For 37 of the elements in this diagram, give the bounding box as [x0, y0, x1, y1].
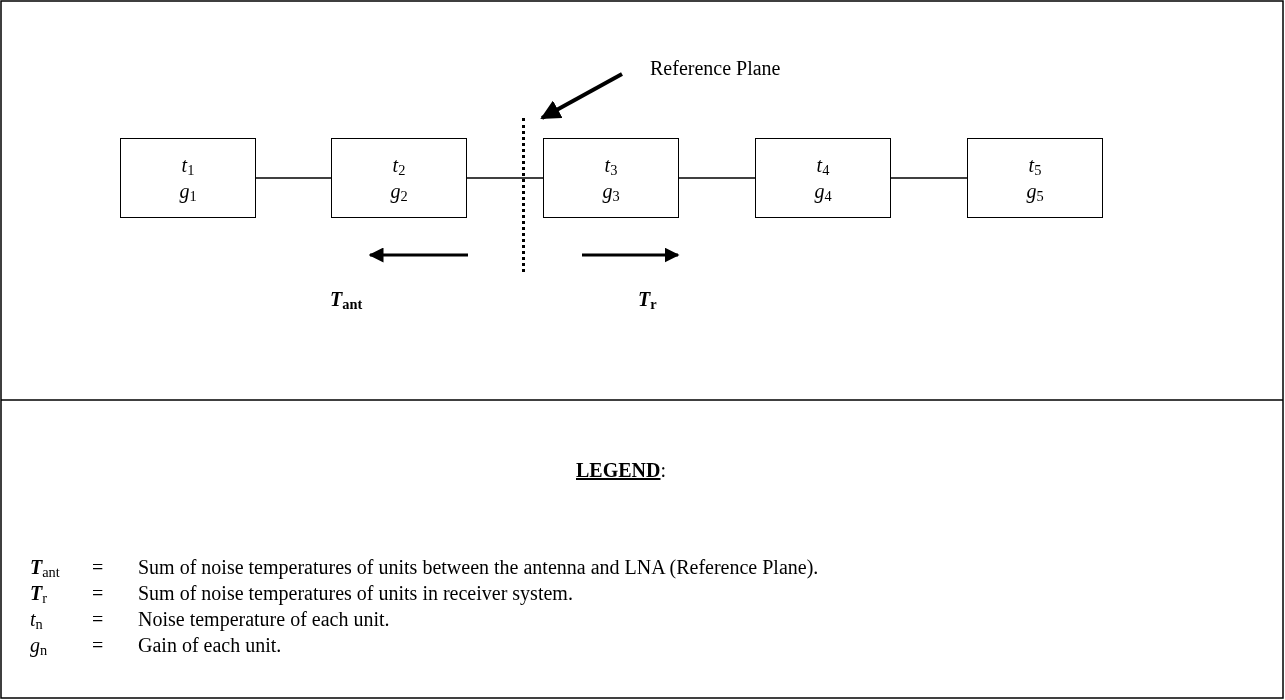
connector-line	[466, 177, 544, 179]
unit-parameter-label: t$_{5}$	[1028, 153, 1042, 177]
definition-text: Sum of noise temperatures of units between the antenna and LNA (Reference Plane).	[138, 555, 819, 579]
unit-parameter-label: g$_{2}$	[390, 179, 408, 203]
equals-sign: =	[92, 581, 104, 605]
unit-parameter-label: t$_{3}$	[604, 153, 618, 177]
unit-parameter-label: g$_{5}$	[1026, 179, 1044, 203]
reference-plane-line	[522, 118, 526, 272]
unit-parameter-label: g$_{1}$	[179, 179, 197, 203]
symbol-label: t$_{n}$	[30, 607, 43, 631]
unit-parameter-label: t$_{2}$	[392, 153, 406, 177]
symbol-label: T$_{r}$	[30, 581, 47, 605]
equals-sign: =	[92, 555, 104, 579]
flow-label: T$_{r}$	[638, 287, 657, 311]
unit-box	[543, 138, 679, 218]
symbol-label: T$_{ant}$	[30, 555, 60, 579]
unit-box	[755, 138, 891, 218]
unit-parameter-label: t$_{4}$	[816, 153, 830, 177]
definition-text: Sum of noise temperatures of units in receiver system.	[138, 581, 573, 605]
callout-label: Reference Plane	[650, 56, 812, 86]
unit-parameter-label: g$_{4}$	[814, 179, 832, 203]
unit-box	[120, 138, 256, 218]
equals-sign: =	[92, 633, 104, 657]
leader-arrow	[540, 72, 623, 120]
flow-label: T$_{ant}$	[330, 287, 363, 311]
unit-parameter-label: t$_{1}$	[181, 153, 195, 177]
legend-heading: LEGEND:	[576, 458, 667, 482]
definition-text: Noise temperature of each unit.	[138, 607, 390, 631]
symbol-label: g$_{n}$	[30, 633, 48, 657]
unit-box	[967, 138, 1103, 218]
equals-sign: =	[92, 607, 104, 631]
connector-line	[678, 177, 756, 179]
definition-text: Gain of each unit.	[138, 633, 282, 657]
unit-box	[331, 138, 467, 218]
connector-line	[890, 177, 968, 179]
unit-parameter-label: g$_{3}$	[602, 179, 620, 203]
connector-line	[255, 177, 332, 179]
